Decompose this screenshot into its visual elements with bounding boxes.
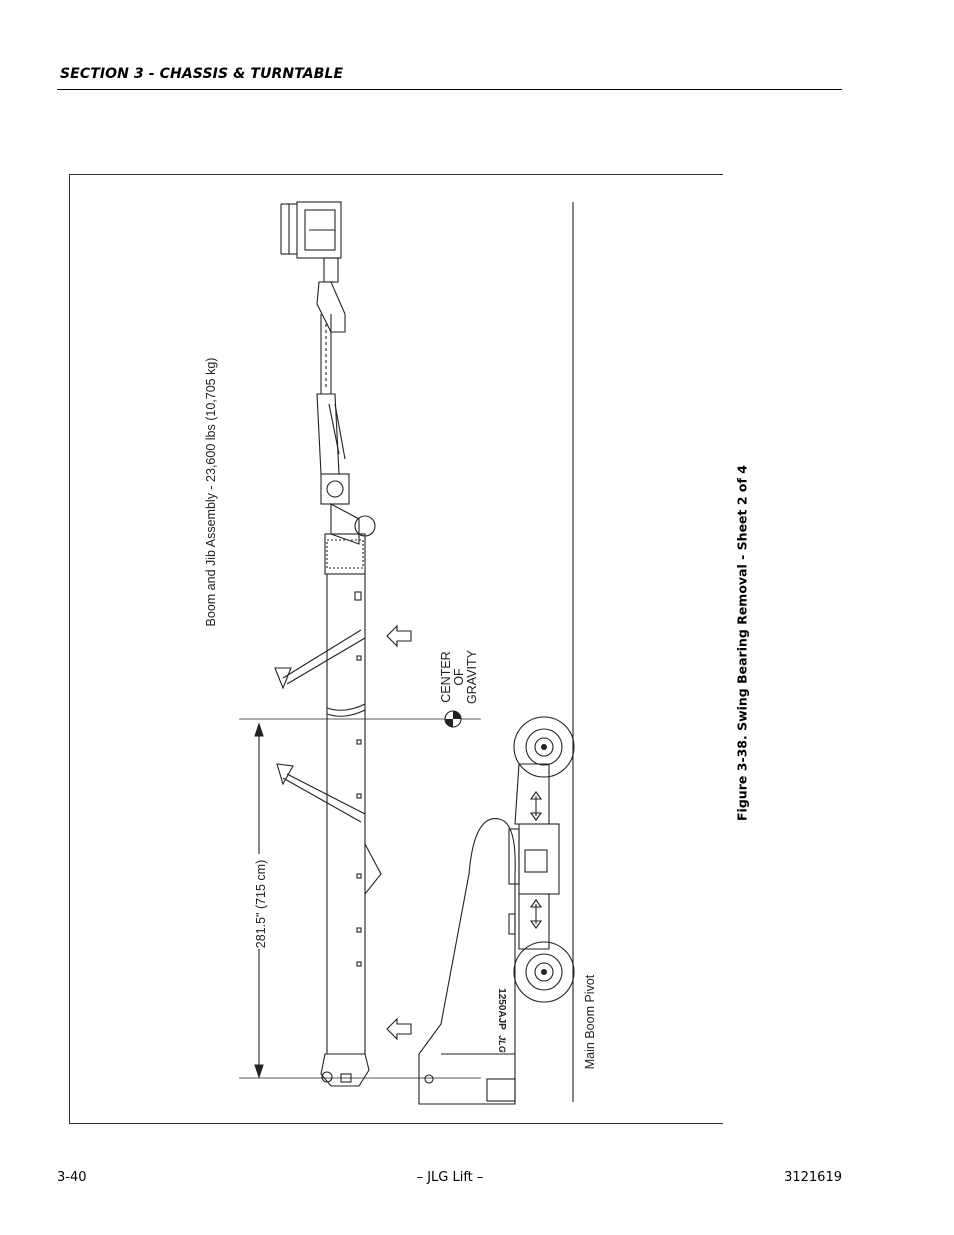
swing-bearing-diagram: Boom and Jib Assembly - 23,600 lbs (10,7… bbox=[204, 201, 597, 1105]
figure-caption-text: Figure 3-38. Swing Bearing Removal - She… bbox=[734, 465, 750, 821]
lift-arrow-lower bbox=[386, 1017, 412, 1041]
axle-arrow-front bbox=[529, 791, 543, 821]
chassis-frame bbox=[514, 763, 560, 950]
page-number: 3-40 bbox=[57, 1170, 87, 1185]
axle-arrow-rear bbox=[529, 899, 543, 929]
cg-label-line3: GRAVITY bbox=[465, 649, 479, 704]
brand-logo-text: JLG bbox=[497, 1035, 507, 1053]
figure-frame bbox=[69, 174, 723, 1124]
jib-assembly bbox=[316, 257, 376, 545]
rear-wheel bbox=[513, 941, 575, 1003]
cg-symbol bbox=[444, 710, 462, 728]
footer-publisher: – JLG Lift – bbox=[416, 1170, 484, 1185]
cg-label-line1: CENTER bbox=[439, 651, 453, 702]
pivot-label: Main Boom Pivot bbox=[583, 974, 597, 1069]
weight-label: Boom and Jib Assembly - 23,600 lbs (10,7… bbox=[204, 358, 218, 627]
turntable-body bbox=[418, 818, 520, 1105]
machine-model-label: 1250AJP bbox=[496, 988, 507, 1030]
front-wheel bbox=[513, 716, 575, 778]
dimension-line bbox=[254, 722, 264, 1079]
dimension-label: 281.5" (715 cm) bbox=[254, 860, 268, 949]
document-number: 3121619 bbox=[784, 1170, 842, 1185]
platform-basket bbox=[280, 201, 342, 259]
cg-label-line2: OF bbox=[452, 668, 466, 686]
lift-arrow-upper bbox=[386, 624, 412, 648]
section-title: SECTION 3 - CHASSIS & TURNTABLE bbox=[60, 66, 344, 82]
main-boom bbox=[274, 533, 382, 1087]
header-divider bbox=[57, 89, 842, 90]
